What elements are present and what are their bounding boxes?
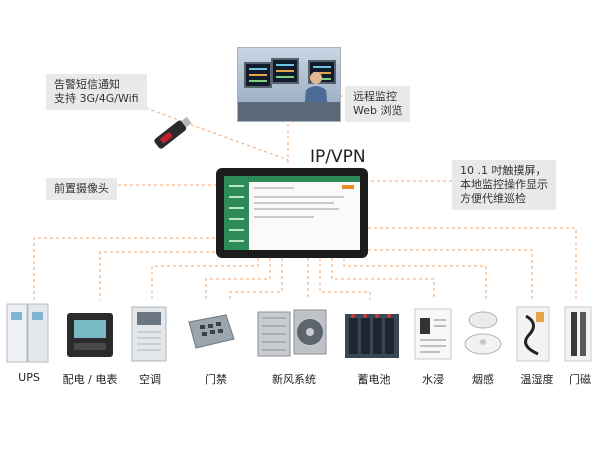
door2-connector	[368, 227, 577, 300]
touchscreen-callout: 10 .1 吋触摸屏， 本地监控操作显示 方便代维巡检	[452, 160, 556, 210]
smoke-connector	[331, 258, 435, 300]
device-label-door-sensor: 门磁	[569, 373, 591, 386]
alarm-line-1: 告警短信通知	[54, 78, 120, 91]
hub-button	[342, 185, 354, 189]
temperature-humidity-sensor-icon	[516, 306, 550, 362]
touchscreen-line-3: 方便代维巡检	[460, 192, 526, 205]
power-meter-icon	[67, 313, 113, 357]
device-label-power-meter: 配电 / 电表	[62, 373, 118, 386]
touchscreen-controller	[216, 168, 368, 258]
door-connector	[356, 249, 533, 300]
freshair-connector	[229, 258, 283, 300]
alarm-connector	[139, 105, 289, 161]
fresh-air-fan-icon	[257, 309, 327, 357]
device-label-fresh-air: 新风系统	[272, 373, 316, 386]
device-label-water-leak: 水浸	[422, 373, 444, 386]
device-label-temp-humidity: 温湿度	[520, 373, 554, 386]
water-connector	[319, 258, 371, 300]
remote-line-2: Web 浏览	[353, 104, 403, 117]
touchscreen-line-2: 本地监控操作显示	[460, 178, 548, 191]
remote-line-1: 远程监控	[353, 90, 397, 103]
keypad-connector	[205, 258, 271, 300]
hub-screen	[224, 176, 360, 250]
battery-bank-icon	[345, 314, 399, 358]
alarm-callout: 告警短信通知 支持 3G/4G/Wifi	[46, 74, 147, 110]
camera-line: 前置摄像头	[54, 182, 109, 195]
touchscreen-line-1: 10 .1 吋触摸屏，	[460, 164, 547, 177]
device-label-smoke: 烟感	[472, 373, 494, 386]
usb-modem-icon	[154, 116, 192, 149]
door-magnetic-sensor-icon	[564, 306, 592, 362]
device-label-access-control: 门禁	[205, 373, 227, 386]
ups-cabinet-icon	[6, 303, 49, 363]
camera-callout: 前置摄像头	[46, 178, 117, 200]
device-label-battery: 蓄电池	[357, 373, 391, 386]
air-conditioner-icon	[131, 306, 167, 362]
temp-connector	[343, 258, 487, 300]
aircon-connector	[151, 258, 259, 300]
meter-connector	[99, 251, 246, 300]
ups-connector	[33, 237, 232, 300]
remote-callout: 远程监控 Web 浏览	[345, 86, 411, 122]
access-keypad-icon	[188, 314, 235, 349]
smoke-detector-icon	[464, 311, 502, 355]
network-label: IP/VPN	[310, 147, 366, 167]
hub-header	[249, 176, 360, 182]
remote-monitoring-photo	[237, 47, 341, 122]
device-label-ups: UPS	[18, 371, 40, 384]
device-label-air-conditioner: 空调	[139, 373, 161, 386]
water-leak-sensor-icon	[414, 308, 452, 360]
hub-sidebar	[224, 176, 249, 250]
alarm-line-2: 支持 3G/4G/Wifi	[54, 92, 139, 105]
